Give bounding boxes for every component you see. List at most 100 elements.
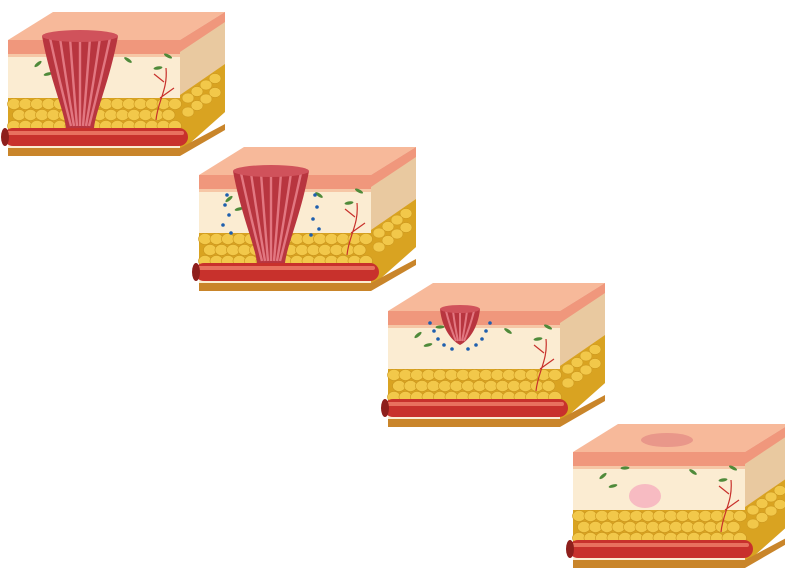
wound-opening	[42, 30, 118, 42]
fat-cell	[578, 522, 591, 533]
immune-cell	[309, 233, 313, 237]
fat-cell	[596, 511, 609, 522]
fat-cell	[400, 209, 412, 219]
fat-cell	[233, 234, 246, 245]
wound-opening	[440, 305, 480, 313]
fat-cell	[13, 110, 26, 121]
fat-cell	[688, 511, 701, 522]
fat-cell	[169, 99, 182, 110]
immune-cell	[484, 329, 488, 333]
fat-cell	[314, 234, 327, 245]
fat-cell	[404, 381, 417, 392]
vessel-body	[569, 540, 753, 558]
fat-cell	[302, 234, 315, 245]
immune-cell	[223, 203, 227, 207]
fat-cell	[330, 245, 343, 256]
fat-cell	[508, 381, 521, 392]
immune-cell	[311, 217, 315, 221]
fat-cell	[734, 511, 747, 522]
fat-cell	[227, 245, 240, 256]
fat-cell	[353, 245, 366, 256]
fat-cell	[210, 234, 223, 245]
fat-cell	[612, 522, 625, 533]
immune-cell	[225, 193, 229, 197]
immune-cell	[428, 321, 432, 325]
fat-cell	[222, 234, 235, 245]
fat-cell	[468, 370, 481, 381]
immune-cell	[488, 321, 492, 325]
fat-cell	[400, 223, 412, 233]
fat-cell	[199, 234, 212, 245]
fat-cell	[411, 370, 424, 381]
vessel-body	[195, 263, 379, 281]
fat-cell	[139, 110, 152, 121]
vessel-end	[566, 540, 574, 558]
fat-cell	[503, 370, 516, 381]
immune-cell	[432, 329, 436, 333]
fat-cell	[496, 381, 509, 392]
blood-vessel	[381, 399, 568, 417]
fat-cell	[670, 522, 683, 533]
fat-cell	[480, 370, 493, 381]
fat-cell	[624, 522, 637, 533]
fat-cell	[589, 359, 601, 369]
fat-cell	[388, 370, 401, 381]
immune-cell	[315, 205, 319, 209]
fat-cell	[693, 522, 706, 533]
fat-cell	[24, 110, 37, 121]
fat-cell	[296, 245, 309, 256]
fat-cell	[450, 381, 463, 392]
fat-cell	[665, 511, 678, 522]
fat-cell	[589, 522, 602, 533]
blood-vessel	[566, 540, 753, 558]
fat-cell	[711, 511, 724, 522]
stage-3-panel	[385, 279, 610, 439]
fat-cell	[642, 511, 655, 522]
fat-cell	[681, 522, 694, 533]
scar-surface-mark	[641, 433, 693, 447]
fat-cell	[42, 99, 55, 110]
vessel-end	[1, 128, 9, 146]
immune-cell	[227, 213, 231, 217]
immune-cell	[317, 227, 321, 231]
fat-cell	[607, 511, 620, 522]
fat-cell	[128, 110, 141, 121]
skin-block-4	[570, 420, 785, 580]
vessel-highlight	[197, 266, 375, 270]
fat-cell	[699, 511, 712, 522]
fat-cell	[31, 99, 44, 110]
fat-cell	[215, 245, 228, 256]
skin-block-3	[385, 279, 610, 439]
immune-cell	[480, 337, 484, 341]
wound-opening	[233, 165, 309, 177]
fat-cell	[457, 370, 470, 381]
fat-cell	[653, 511, 666, 522]
fat-cell	[238, 245, 251, 256]
fat-cell	[146, 99, 159, 110]
fat-cell	[630, 511, 643, 522]
vessel-highlight	[386, 402, 564, 406]
fat-cell	[473, 381, 486, 392]
fat-cell	[416, 381, 429, 392]
fat-cell	[422, 370, 435, 381]
fat-cell	[434, 370, 447, 381]
fat-cell	[542, 381, 555, 392]
vessel-end	[192, 263, 200, 281]
fat-cell	[491, 370, 504, 381]
fat-cell	[727, 522, 740, 533]
fat-cell	[774, 486, 785, 496]
vessel-body	[384, 399, 568, 417]
fat-cell	[319, 245, 332, 256]
fat-cell	[19, 99, 32, 110]
blood-vessel	[1, 128, 188, 146]
fat-cell	[204, 245, 217, 256]
fat-cell	[427, 381, 440, 392]
fat-cell	[399, 370, 412, 381]
fat-cell	[360, 234, 373, 245]
fat-cell	[291, 234, 304, 245]
fat-cell	[393, 381, 406, 392]
fat-cell	[439, 381, 452, 392]
fat-cell	[8, 99, 21, 110]
fat-cell	[105, 110, 118, 121]
